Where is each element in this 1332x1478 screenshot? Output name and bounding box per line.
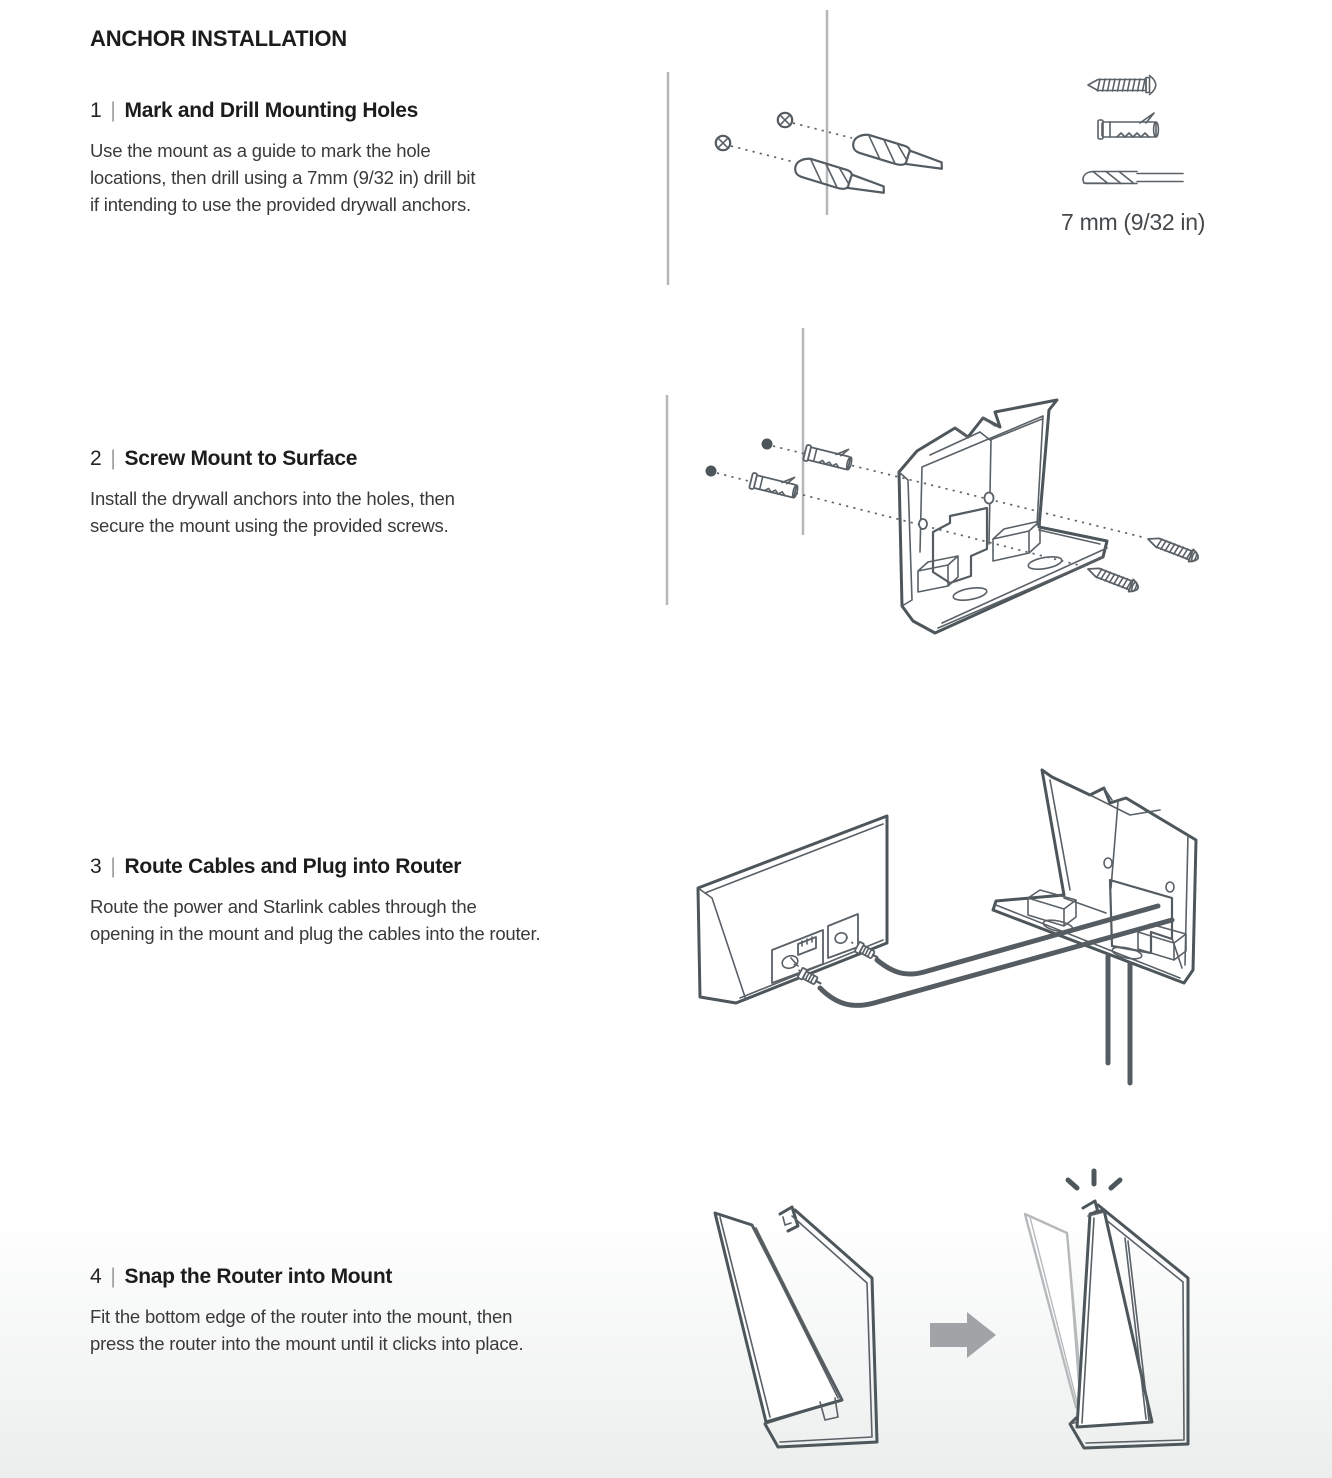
- guide-dotted-line: [792, 122, 853, 139]
- step4-body: Fit the bottom edge of the router into t…: [90, 1306, 524, 1354]
- hole-mark-icon: [776, 111, 794, 129]
- step1-title: Mark and Drill Mounting Holes: [124, 99, 419, 122]
- arrow-right-icon: [930, 1312, 996, 1358]
- figure-route-cables: [696, 768, 1198, 1086]
- step2-heading: 2 | Screw Mount to Surface: [90, 447, 357, 471]
- drill-size-label: 7 mm (9/32 in): [1061, 209, 1205, 235]
- step1-divider: |: [110, 99, 116, 122]
- drill-bit: [791, 154, 889, 203]
- figure-mark-and-drill: 7 mm (9/32 in): [666, 10, 1205, 285]
- drywall-anchor: [748, 466, 802, 501]
- router-tilted: [713, 1211, 844, 1424]
- drilled-hole-dot: [705, 465, 717, 477]
- guide-dotted-line: [772, 445, 1147, 539]
- step3-divider: |: [110, 855, 116, 878]
- drill-bit: [849, 130, 947, 179]
- drill-bit-icon: [1082, 170, 1184, 185]
- mount-hole: [918, 518, 928, 530]
- router-ghost-outline: [1023, 1212, 1085, 1414]
- mounting-screw: [1084, 562, 1142, 596]
- page-title: ANCHOR INSTALLATION: [90, 26, 347, 51]
- step3-heading: 3 | Route Cables and Plug into Router: [90, 855, 461, 879]
- mount-bracket: [991, 768, 1198, 985]
- figure-screw-mount: [665, 328, 1202, 635]
- guide-dotted-line: [730, 145, 795, 163]
- step1-body: Use the mount as a guide to mark the hol…: [90, 140, 476, 215]
- step4-divider: |: [110, 1265, 116, 1288]
- guide-dotted-line: [845, 936, 860, 950]
- drywall-anchor: [802, 438, 856, 473]
- step2-number: 2: [90, 447, 102, 470]
- drilled-hole-dot: [761, 438, 773, 450]
- router-seated: [1075, 1208, 1154, 1429]
- step1-heading: 1 | Mark and Drill Mounting Holes: [90, 99, 418, 123]
- hole-mark-icon: [714, 134, 732, 152]
- step2-body: Install the drywall anchors into the hol…: [90, 488, 455, 536]
- step3-title: Route Cables and Plug into Router: [124, 855, 462, 878]
- mount-hole: [983, 491, 995, 505]
- step2-title: Screw Mount to Surface: [124, 447, 358, 470]
- drywall-anchor-icon: [1097, 112, 1160, 140]
- router-back: [696, 814, 889, 1005]
- cable: [817, 917, 1175, 1008]
- screw-icon: [1087, 74, 1157, 96]
- figure-snap-router: [713, 1168, 1190, 1450]
- step4-title: Snap the Router into Mount: [124, 1265, 393, 1288]
- step2-divider: |: [110, 447, 116, 470]
- mount-bracket: [897, 398, 1109, 635]
- cable: [874, 903, 1161, 977]
- step3-body: Route the power and Starlink cables thro…: [90, 896, 541, 944]
- step4-number: 4: [90, 1265, 102, 1288]
- click-burst-icon: [1065, 1168, 1123, 1191]
- mounting-screw: [1144, 532, 1202, 566]
- step1-number: 1: [90, 99, 102, 122]
- step4-heading: 4 | Snap the Router into Mount: [90, 1265, 392, 1289]
- step3-number: 3: [90, 855, 102, 878]
